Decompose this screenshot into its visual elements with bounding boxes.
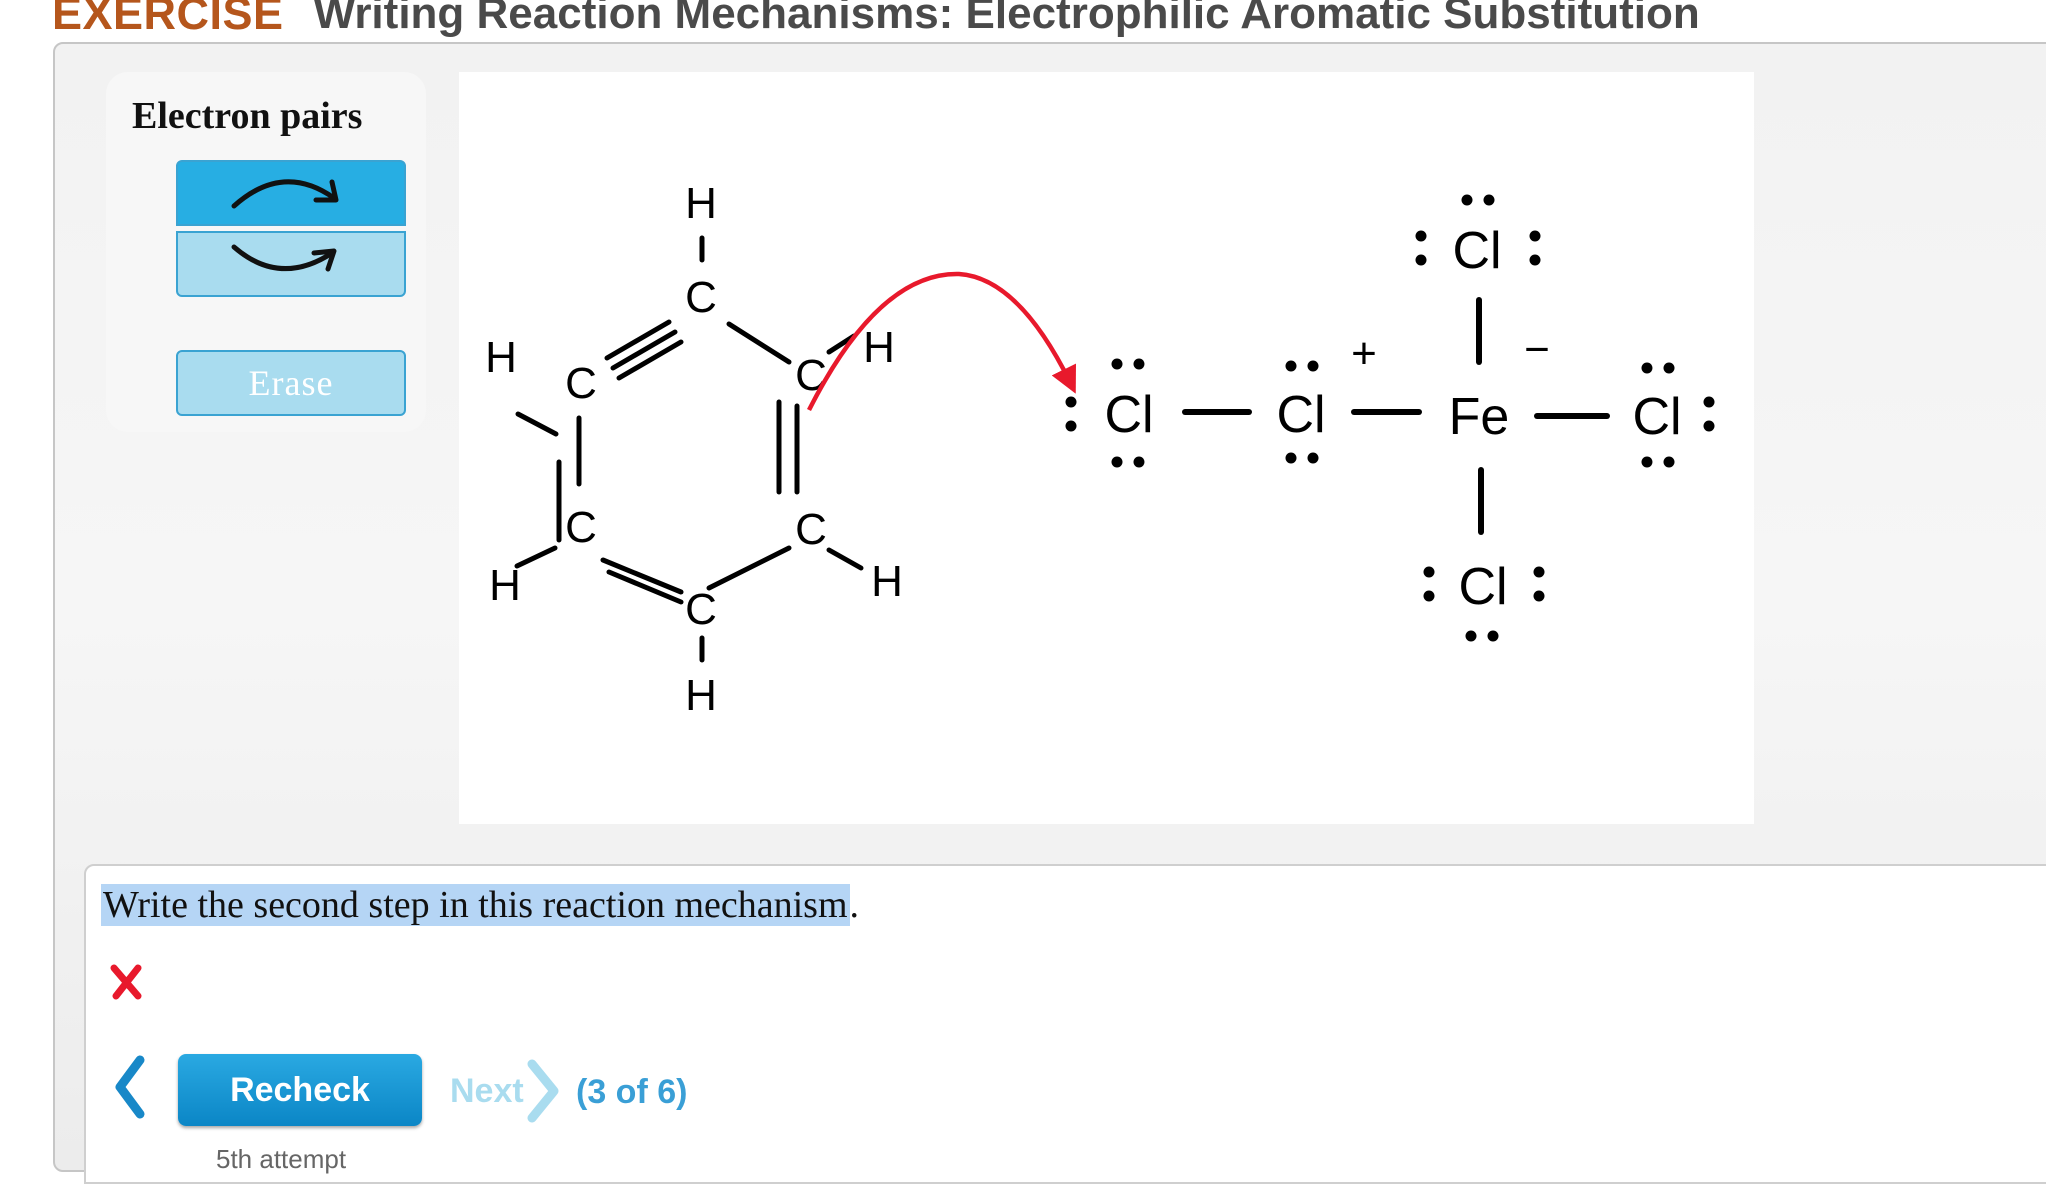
formal-charges: + − xyxy=(1351,325,1550,378)
recheck-button[interactable]: Recheck xyxy=(178,1054,422,1126)
single-electron-arrow-button[interactable] xyxy=(176,231,406,297)
atom-h-lower-right: H xyxy=(871,557,903,606)
electron-pair-arrow-button[interactable] xyxy=(176,160,406,226)
atom-cl-left: Cl xyxy=(1104,386,1153,444)
fecl4-atoms: Cl Cl Fe Cl Cl Cl xyxy=(1104,222,1681,616)
prompt-text: Write the second step in this reaction m… xyxy=(101,884,850,926)
mechanism-drawing: H C C H C H C H C H C H Cl Cl Fe Cl Cl xyxy=(485,179,1715,720)
exercise-label: EXERCISE xyxy=(52,0,284,39)
atom-c-lower-left: C xyxy=(565,503,597,552)
question-prompt: Write the second step in this reaction m… xyxy=(101,880,859,932)
next-chevron-icon xyxy=(527,1059,559,1123)
erase-button[interactable]: Erase xyxy=(176,350,406,416)
question-panel: Write the second step in this reaction m… xyxy=(84,864,2046,1184)
benzene-bonds xyxy=(514,235,864,663)
atom-h-upper-right: H xyxy=(863,323,895,372)
next-button[interactable]: Next xyxy=(450,1058,564,1124)
atom-c-upper-left: C xyxy=(565,359,597,408)
benzene-atoms: H C C H C H C H C H C H xyxy=(485,179,903,720)
atom-h-bottom: H xyxy=(685,671,717,720)
atom-c-upper-right: C xyxy=(795,351,827,400)
exercise-header: EXERCISE Writing Reaction Mechanisms: El… xyxy=(52,0,1700,42)
atom-c-bottom: C xyxy=(685,585,717,634)
exercise-title: Writing Reaction Mechanisms: Electrophil… xyxy=(313,0,1700,38)
attempt-count: 5th attempt xyxy=(216,1144,347,1174)
atom-c-lower-right: C xyxy=(795,505,827,554)
minus-charge: − xyxy=(1524,325,1550,374)
atom-h-upper-left: H xyxy=(485,333,517,382)
single-arrow-curve-icon xyxy=(231,244,337,272)
plus-charge: + xyxy=(1351,329,1377,378)
double-arrow-curve-icon xyxy=(231,179,339,209)
atom-fe: Fe xyxy=(1449,388,1510,446)
back-chevron-icon[interactable] xyxy=(110,1052,150,1122)
lone-pairs xyxy=(1065,194,1715,642)
drawing-canvas[interactable]: H C C H C H C H C H C H Cl Cl Fe Cl Cl xyxy=(459,72,1754,824)
tool-palette: Electron pairs Erase xyxy=(106,72,426,432)
progress-indicator: (3 of 6) xyxy=(576,1073,688,1111)
red-x-icon xyxy=(110,964,142,1000)
atom-cl-right: Cl xyxy=(1632,388,1681,446)
atom-cl-top: Cl xyxy=(1452,222,1501,280)
next-label: Next xyxy=(450,1071,524,1110)
atom-cl-bottom: Cl xyxy=(1458,558,1507,616)
tools-title: Electron pairs xyxy=(132,95,363,137)
fecl4-bonds xyxy=(1182,297,1610,535)
atom-c-top: C xyxy=(685,273,717,322)
atom-h-lower-left: H xyxy=(489,561,521,610)
atom-h-top: H xyxy=(685,179,717,228)
red-curved-arrow[interactable] xyxy=(806,271,1076,412)
prompt-period: . xyxy=(849,884,860,926)
atom-cl-bridge: Cl xyxy=(1276,386,1325,444)
